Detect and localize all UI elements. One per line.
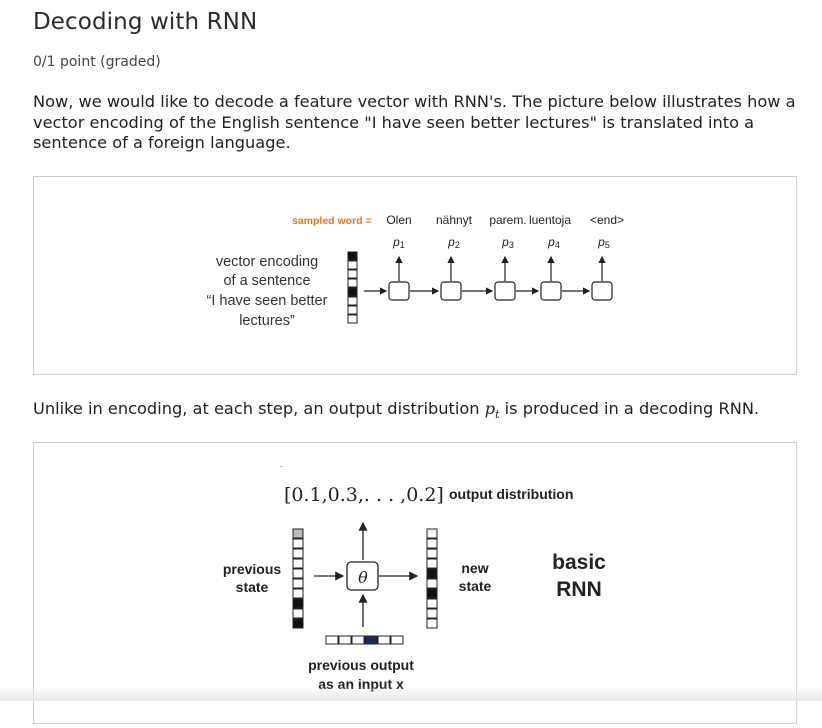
sampled-word-1: Olen [386,213,411,227]
prob-3: p3 [501,235,514,250]
basic-rnn-line-1: basic [552,551,606,574]
new-state-line-1: new [461,560,488,576]
basic-rnn-diagram: - [0.1,0.3,. . . ,0.2] output distributi… [223,461,606,692]
sampled-word-5: <end> [590,213,624,227]
input-x-vector [325,635,404,645]
figure-decoding-sequence: sampled word = Olen nähnyt parem. luento… [33,176,797,375]
intro-paragraph: Now, we would like to decode a feature v… [33,92,796,152]
figure-basic-rnn: - [0.1,0.3,. . . ,0.2] output distributi… [33,442,797,724]
prev-state-line-2: state [236,579,269,595]
bottom-scroll-shade [0,686,822,701]
output-distribution-sentence: Unlike in encoding, at each step, an out… [33,399,759,421]
output-vector: [0.1,0.3,. . . ,0.2] [284,484,444,506]
new-state-line-2: state [459,578,492,594]
decoding-diagram: sampled word = Olen nähnyt parem. luento… [207,213,624,329]
left-label-line-1: vector encoding [216,254,318,270]
theta-cell: θ [314,521,419,627]
prob-2: p2 [447,235,460,250]
rnn-chain [364,255,613,301]
page-title: Decoding with RNN [33,9,258,35]
prob-5: p5 [597,235,610,250]
prev-output-line-1: previous output [308,657,414,673]
theta-symbol: θ [358,568,368,587]
prob-4: p4 [547,235,560,250]
mid-math-sub: t [495,408,500,422]
output-distribution-label: output distribution [449,486,573,502]
sampled-word-label: sampled word = [292,215,372,227]
new-state-vector [426,528,438,629]
previous-state-vector [292,528,304,629]
prev-state-line-1: previous [223,561,282,577]
left-label-line-2: of a sentence [223,273,310,289]
left-label-line-3: “I have seen better [207,293,328,309]
mid-text-after: is produced in a decoding RNN. [499,399,760,418]
left-label-line-4: lectures” [239,313,295,329]
mid-math-p: p [484,399,496,418]
encoding-vector [347,251,358,324]
stray-dot: - [280,461,283,471]
basic-rnn-line-2: RNN [556,578,602,601]
sampled-word-2: nähnyt [436,213,473,227]
sampled-word-3: parem. [489,213,526,227]
prob-1: p1 [392,235,405,250]
points-status: 0/1 point (graded) [33,54,161,70]
sampled-word-4: luentoja [529,213,571,227]
mid-text-before: Unlike in encoding, at each step, an out… [33,399,485,418]
